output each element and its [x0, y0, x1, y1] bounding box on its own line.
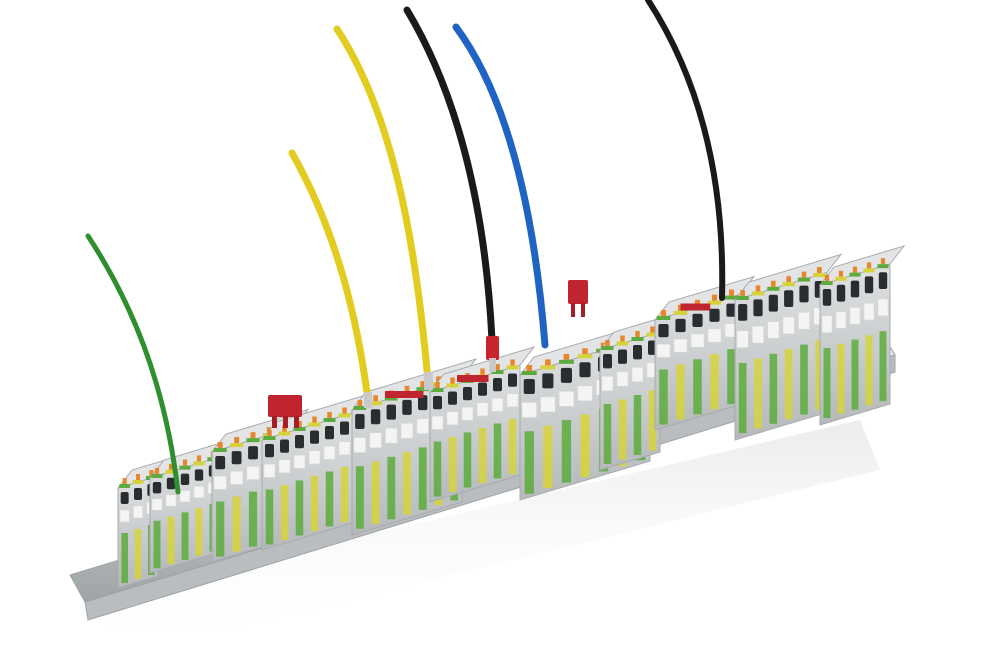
- black-wire-left: [403, 6, 499, 372]
- yellow-wire-long: [333, 25, 433, 390]
- terminal-block-group: [428, 346, 536, 503]
- yellow-wire-short: [288, 149, 372, 408]
- black-wire-right: [645, 0, 726, 301]
- green-wire: [85, 233, 181, 495]
- terminal-block-group: [598, 313, 676, 471]
- terminal-block-assembly: [116, 245, 906, 589]
- floor-reflection: [90, 420, 880, 656]
- terminal-block-group: [260, 394, 368, 551]
- terminal-block-group: [116, 457, 174, 589]
- terminal-block-group: [818, 245, 906, 426]
- terminal-block-group: [653, 275, 756, 431]
- jumper-bridge-1: [268, 395, 302, 428]
- blue-wire: [452, 23, 549, 349]
- jumper-bridge-2: [568, 280, 588, 317]
